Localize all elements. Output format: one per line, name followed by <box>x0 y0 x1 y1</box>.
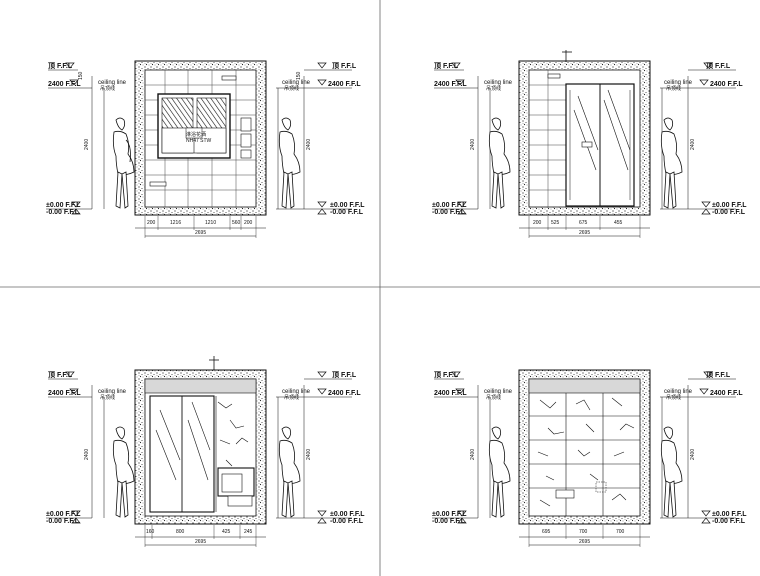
svg-text:-0.00 F.F.L: -0.00 F.F.L <box>46 518 80 525</box>
panel-elev-a: 顶 F.F.L 2400 F.F.L ±0.00 F.F.L -0.00 F.F… <box>46 60 365 238</box>
svg-text:2695: 2695 <box>579 230 590 236</box>
svg-text:顶 F.F.L: 顶 F.F.L <box>706 370 731 379</box>
marble-tile-grid <box>529 393 640 516</box>
svg-text:±0.00 F.F.L: ±0.00 F.F.L <box>46 511 81 518</box>
svg-text:顶 F.F.L: 顶 F.F.L <box>332 370 357 379</box>
human-figure-icon <box>112 117 135 209</box>
svg-text:2400 F.F.L: 2400 F.F.L <box>434 390 467 397</box>
fixture-label: 淋浴花洒 <box>186 131 206 138</box>
svg-text:±0.00 F.F.L: ±0.00 F.F.L <box>712 202 747 209</box>
svg-text:ceiling line: ceiling line <box>664 80 693 86</box>
svg-text:顶 F.F.L: 顶 F.F.L <box>434 61 459 70</box>
svg-text:2695: 2695 <box>579 539 590 545</box>
svg-text:顶 F.F.L: 顶 F.F.L <box>434 370 459 379</box>
svg-text:2400: 2400 <box>690 139 696 150</box>
ceiling-label-right: ceiling line <box>282 80 311 86</box>
svg-text:-0.00 F.F.L: -0.00 F.F.L <box>432 209 466 216</box>
height-dim-left: 2400 <box>84 139 90 150</box>
svg-text:695: 695 <box>542 529 551 535</box>
svg-text:2400 F.F.L: 2400 F.F.L <box>48 390 81 397</box>
human-figure-icon <box>112 426 135 518</box>
svg-text:2400: 2400 <box>470 449 476 460</box>
svg-text:吊顶线: 吊顶线 <box>666 85 681 92</box>
ceiling-sub-right: 吊顶线 <box>284 85 299 92</box>
panel-elev-d: 顶 F.F.L 2400 F.F.L ±0.00 F.F.L -0.00 F.F… <box>432 369 747 547</box>
svg-text:700: 700 <box>616 529 625 535</box>
top-level-left: 2400 F.F.L <box>48 81 81 88</box>
human-figure-icon <box>278 426 301 518</box>
top-level-right: 2400 F.F.L <box>328 81 361 88</box>
svg-text:200: 200 <box>533 220 542 226</box>
panel-elev-c: 顶 F.F.L 2400 F.F.L ±0.00 F.F.L -0.00 F.F… <box>46 356 365 547</box>
dim-label: 560 <box>232 220 241 226</box>
bottom-level2-right: -0.00 F.F.L <box>330 209 364 216</box>
svg-text:吊顶线: 吊顶线 <box>666 394 681 401</box>
svg-text:ceiling line: ceiling line <box>484 389 513 395</box>
level-marker-icon <box>69 79 79 86</box>
svg-text:2400 F.F.L: 2400 F.F.L <box>710 390 743 397</box>
human-figure-icon <box>278 117 301 209</box>
svg-text:±0.00 F.F.L: ±0.00 F.F.L <box>432 202 467 209</box>
svg-text:150: 150 <box>78 71 84 80</box>
top-mark-left: 顶 F.F.L <box>48 61 73 70</box>
svg-text:ceiling line: ceiling line <box>282 389 311 395</box>
svg-text:675: 675 <box>579 220 588 226</box>
fixture-label2: NH47 STW <box>186 138 212 144</box>
svg-text:700: 700 <box>579 529 588 535</box>
ceiling-label-left: ceiling line <box>98 80 127 86</box>
svg-text:吊顶线: 吊顶线 <box>486 85 501 92</box>
human-figure-icon <box>488 117 511 209</box>
top-mark-right: 顶 F.F.L <box>332 61 357 70</box>
svg-text:-0.00 F.F.L: -0.00 F.F.L <box>712 209 746 216</box>
human-figure-icon <box>488 426 511 518</box>
svg-text:吊顶线: 吊顶线 <box>100 394 115 401</box>
svg-text:±0.00 F.F.L: ±0.00 F.F.L <box>432 511 467 518</box>
svg-text:±0.00 F.F.L: ±0.00 F.F.L <box>330 511 365 518</box>
height-dim-right: 2400 <box>306 139 312 150</box>
svg-text:2400: 2400 <box>306 449 312 460</box>
svg-text:顶 F.F.L: 顶 F.F.L <box>48 370 73 379</box>
svg-text:2695: 2695 <box>195 539 206 545</box>
svg-text:吊顶线: 吊顶线 <box>486 394 501 401</box>
svg-text:吊顶线: 吊顶线 <box>284 394 299 401</box>
svg-text:2400 F.F.L: 2400 F.F.L <box>434 81 467 88</box>
ceiling-sub-left: 吊顶线 <box>100 85 115 92</box>
human-figure-icon <box>660 426 683 518</box>
total-dim: 2695 <box>195 230 206 236</box>
dim-label: 1216 <box>170 220 181 226</box>
svg-text:160: 160 <box>146 529 155 535</box>
dim-label: 200 <box>244 220 253 226</box>
svg-text:800: 800 <box>176 529 185 535</box>
svg-text:245: 245 <box>244 529 253 535</box>
bottom-level-left: ±0.00 F.F.L <box>46 202 81 209</box>
svg-text:525: 525 <box>551 220 560 226</box>
svg-text:2400: 2400 <box>690 449 696 460</box>
bottom-level-right: ±0.00 F.F.L <box>330 202 365 209</box>
ceiling-band <box>528 378 641 394</box>
dim-label: 200 <box>147 220 156 226</box>
svg-text:-0.00 F.F.L: -0.00 F.F.L <box>330 518 364 525</box>
svg-text:ceiling line: ceiling line <box>664 389 693 395</box>
svg-text:顶 F.F.L: 顶 F.F.L <box>706 61 731 70</box>
panel-elev-b: 顶 F.F.L 2400 F.F.L ±0.00 F.F.L -0.00 F.F… <box>432 50 747 238</box>
dim-label: 1210 <box>205 220 216 226</box>
svg-text:±0.00 F.F.L: ±0.00 F.F.L <box>712 511 747 518</box>
svg-text:-0.00 F.F.L: -0.00 F.F.L <box>712 518 746 525</box>
svg-text:2400 F.F.L: 2400 F.F.L <box>328 390 361 397</box>
svg-text:425: 425 <box>222 529 231 535</box>
svg-text:2400: 2400 <box>470 139 476 150</box>
svg-text:2400: 2400 <box>84 449 90 460</box>
svg-text:-0.00 F.F.L: -0.00 F.F.L <box>432 518 466 525</box>
ceiling-band <box>144 378 257 394</box>
level-marker-icon <box>65 62 75 69</box>
svg-text:150: 150 <box>296 71 302 80</box>
svg-text:ceiling line: ceiling line <box>484 80 513 86</box>
svg-text:2400 F.F.L: 2400 F.F.L <box>710 81 743 88</box>
svg-text:455: 455 <box>614 220 623 226</box>
bottom-level2-left: -0.00 F.F.L <box>46 209 80 216</box>
human-figure-icon <box>660 117 683 209</box>
svg-text:ceiling line: ceiling line <box>98 389 127 395</box>
